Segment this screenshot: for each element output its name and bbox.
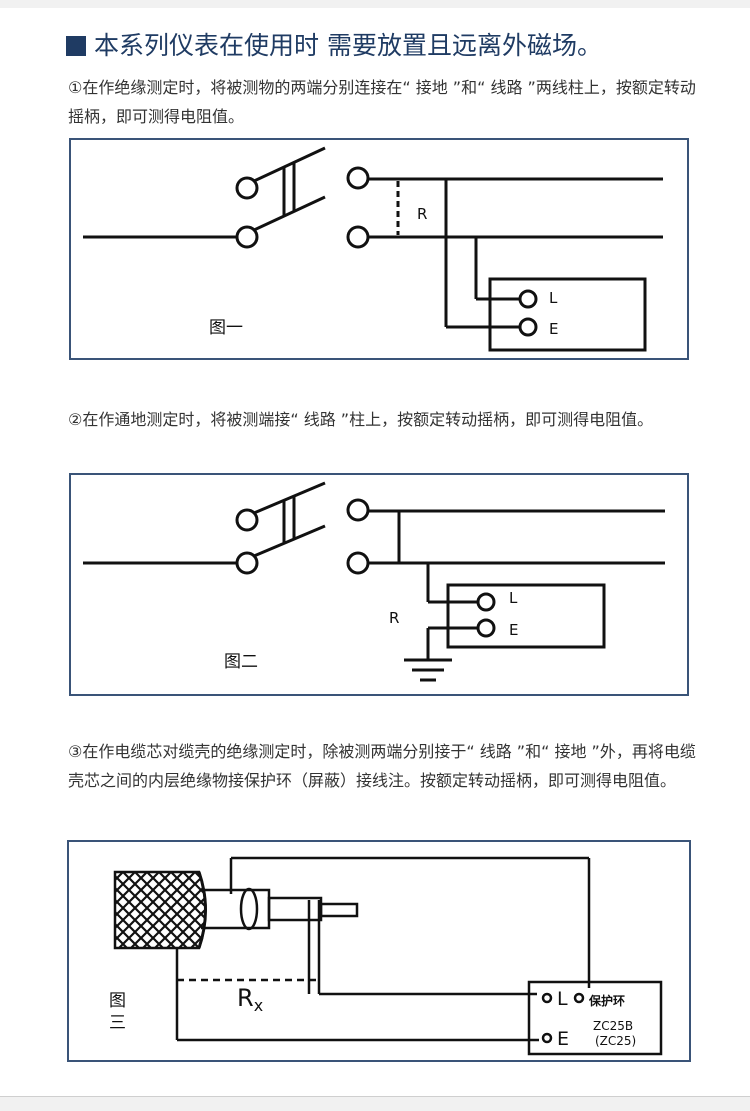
- instruction-3: ③在作电缆芯对缆壳的绝缘测定时，除被测两端分别接于“ 线路 ”和“ 接地 ”外，…: [68, 742, 696, 790]
- fig2-caption: 图二: [224, 652, 258, 672]
- fig3-caption-char: 三: [109, 1013, 126, 1033]
- fig3-model-alt: (ZC25): [595, 1034, 636, 1048]
- top-bar: [0, 0, 750, 8]
- square-bullet-icon: [66, 36, 86, 56]
- fig3-guard-label: 保护环: [588, 993, 625, 1008]
- figure-1-diagram: R L E 图一: [83, 146, 663, 352]
- fig1-r-label: R: [417, 205, 427, 223]
- fig3-e-label: E: [557, 1028, 569, 1050]
- bottom-bar: [0, 1096, 750, 1111]
- fig1-l-label: L: [549, 289, 558, 307]
- instruction-2: ②在作通地测定时，将被测端接“ 线路 ”柱上，按额定转动摇柄，即可测得电阻值。: [68, 410, 654, 429]
- heading-text: 本系列仪表在使用时 需要放置且远离外磁场。: [94, 31, 602, 60]
- fig2-r-label: R: [389, 609, 399, 627]
- fig1-caption: 图一: [209, 318, 243, 338]
- fig2-e-label: E: [509, 621, 518, 639]
- fig3-caption-char: 图: [109, 991, 126, 1011]
- figure-3-panel: Rx L 保护环 E ZC25B (ZC25) 图三: [67, 840, 691, 1062]
- instruction-1: ①在作绝缘测定时，将被测物的两端分别连接在“ 接地 ”和“ 线路 ”两线柱上，按…: [68, 78, 696, 126]
- section-heading: 本系列仪表在使用时 需要放置且远离外磁场。: [66, 26, 726, 66]
- fig3-caption: 图三: [109, 991, 126, 1033]
- fig3-rx-label: Rx: [237, 984, 263, 1015]
- fig2-l-label: L: [509, 589, 518, 607]
- figure-2-diagram: R L E 图二: [83, 481, 665, 682]
- figure-1-panel: R L E 图一: [69, 138, 689, 360]
- fig3-rx-sub: x: [254, 996, 263, 1015]
- fig3-rx-main: R: [237, 984, 254, 1012]
- figure-3-diagram: Rx L 保护环 E ZC25B (ZC25) 图三: [109, 856, 663, 1056]
- fig3-l-label: L: [557, 988, 568, 1010]
- fig3-model-label: ZC25B: [593, 1019, 633, 1033]
- fig1-e-label: E: [549, 320, 558, 338]
- figure-2-panel: R L E 图二: [69, 473, 689, 696]
